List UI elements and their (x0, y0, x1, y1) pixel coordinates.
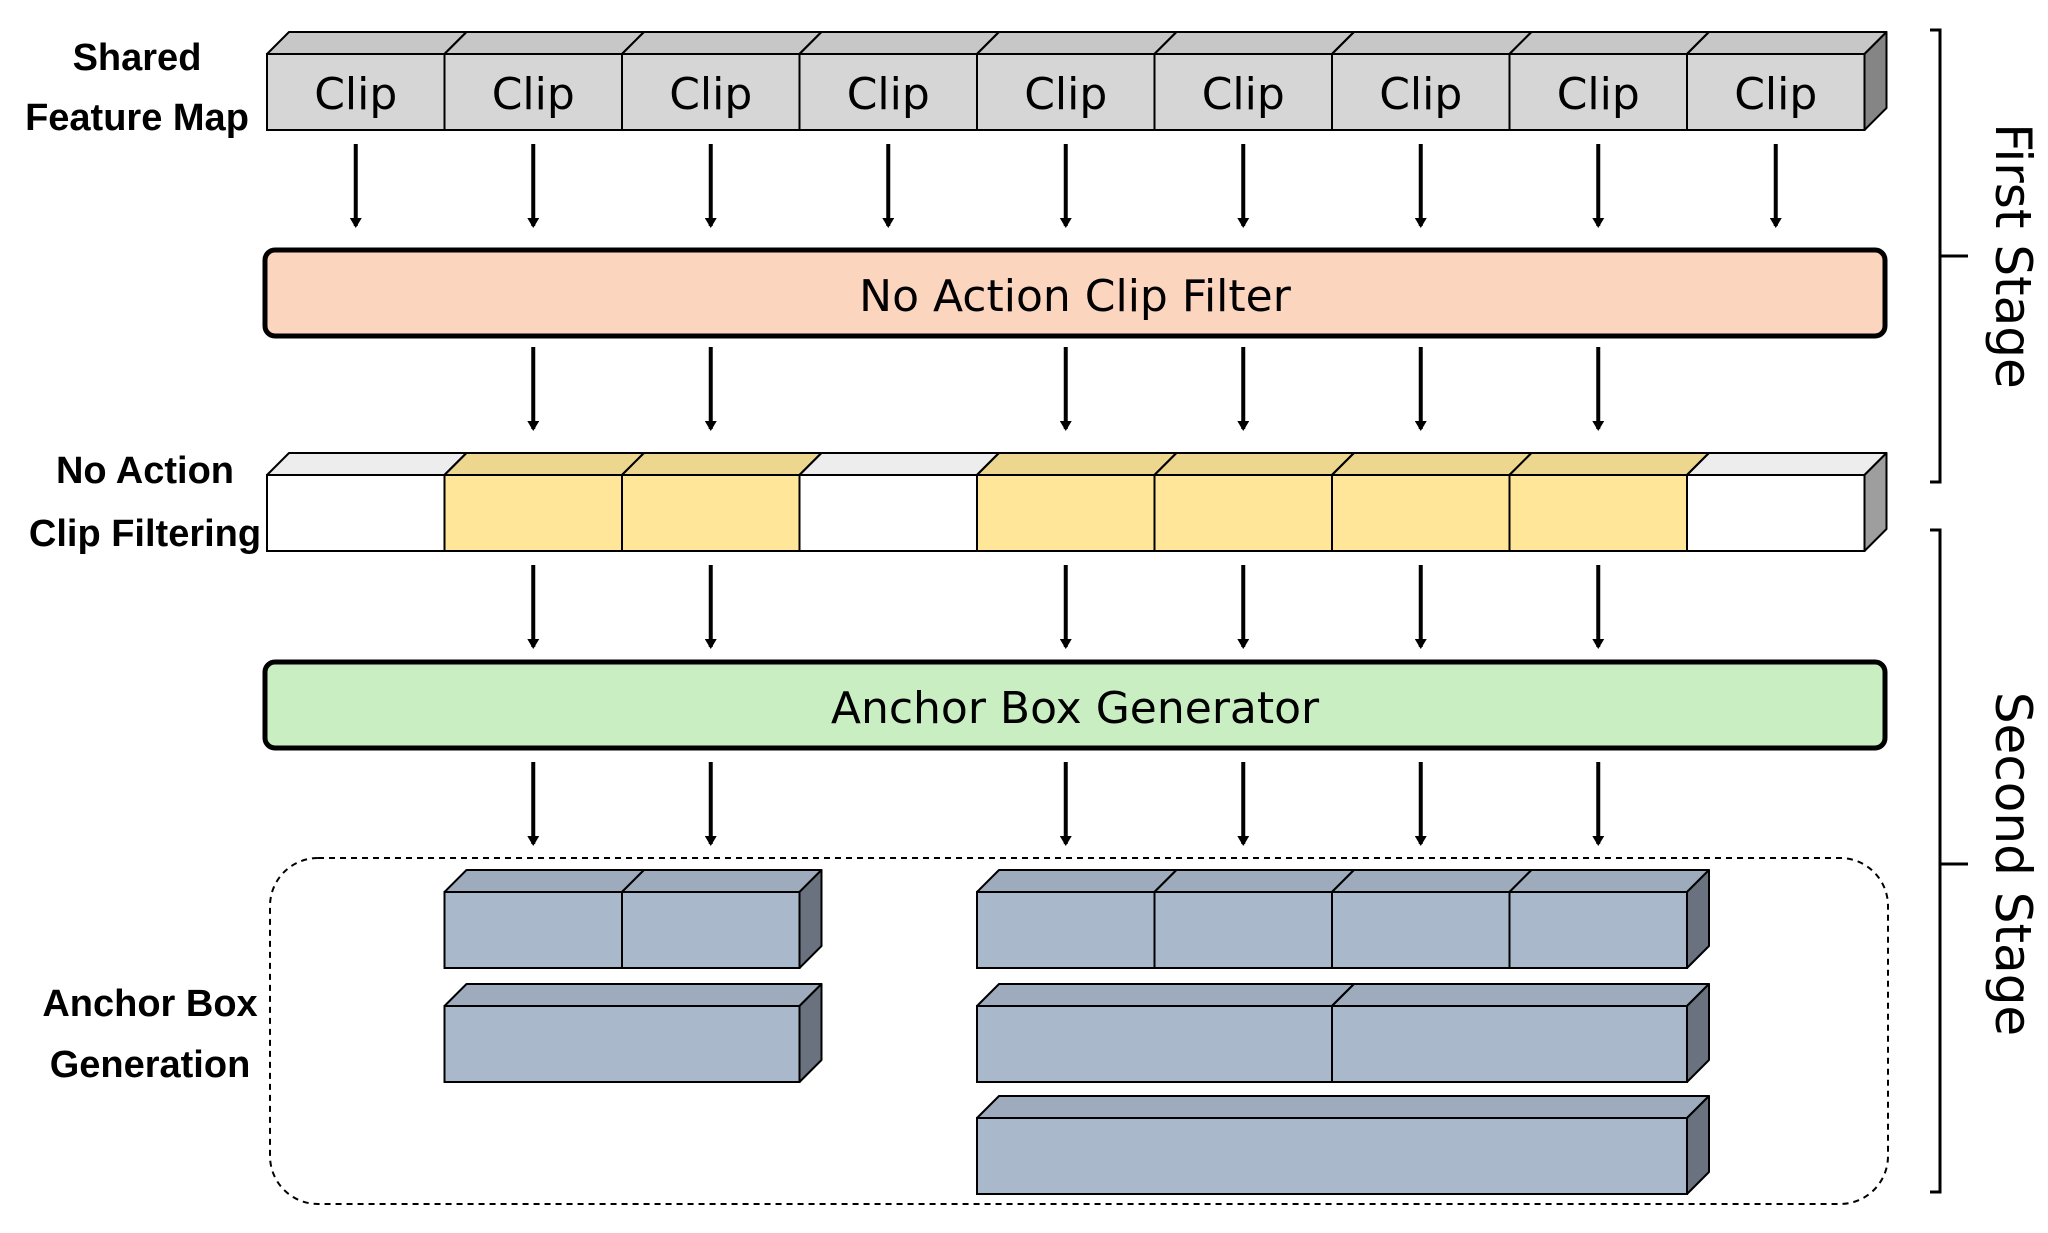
kept-clip (976, 452, 1178, 552)
clip-label: Clip (1557, 69, 1640, 120)
svg-text:No Action: No Action (56, 450, 234, 492)
first-stage-label: First Stage (1984, 123, 2042, 389)
clip-label: Clip (669, 69, 752, 120)
clip-box: Clip (266, 31, 468, 131)
svg-text:Feature Map: Feature Map (25, 97, 249, 139)
anchor-box (621, 869, 823, 969)
svg-text:Generation: Generation (50, 1044, 251, 1086)
anchor-box (443, 983, 823, 1083)
first-stage-bracket: First Stage (1930, 28, 2042, 484)
kept-clip (1153, 452, 1355, 552)
kept-clip (621, 452, 823, 552)
clip-label: Clip (1024, 69, 1107, 120)
clip-box: Clip (798, 31, 1000, 131)
anchor-box-generator-bar: Anchor Box Generator (262, 659, 1888, 751)
anchor-box (976, 869, 1178, 969)
anchor-box (443, 869, 645, 969)
clip-box: Clip (1153, 31, 1355, 131)
clip-label: Clip (1379, 69, 1462, 120)
anchor-boxes (443, 869, 1710, 1195)
shared-feature-map-row: Clip Clip Clip Clip Clip Clip Clip Clip Clip (266, 31, 1888, 131)
svg-text:Clip Filtering: Clip Filtering (29, 513, 261, 555)
anchor-box-region (269, 857, 1889, 1205)
filtered-out-clip (798, 452, 1000, 552)
no-action-clip-filter-label: No Action Clip Filter (859, 271, 1292, 322)
anchor-box-generator-label: Anchor Box Generator (831, 683, 1320, 734)
kept-clip (1331, 452, 1533, 552)
arrows-from-generator (527, 762, 1605, 846)
clip-box: Clip (621, 31, 823, 131)
anchor-box (1331, 869, 1533, 969)
clip-box: Clip (1331, 31, 1533, 131)
second-stage-label: Second Stage (1984, 692, 2042, 1036)
filtered-out-clip (266, 452, 468, 552)
arrows-to-generator (527, 565, 1605, 649)
kept-clip (1508, 452, 1710, 552)
anchor-box (1508, 869, 1710, 969)
clip-label: Clip (1202, 69, 1285, 120)
anchor-box (976, 983, 1355, 1083)
svg-text:Anchor Box: Anchor Box (42, 983, 257, 1025)
shared-feature-map-label: Shared Feature Map (25, 37, 249, 139)
anchor-box (976, 1095, 1710, 1195)
anchor-box (1153, 869, 1355, 969)
no-action-clip-filter-bar: No Action Clip Filter (262, 247, 1888, 339)
svg-text:Shared: Shared (73, 37, 202, 79)
clip-box: Clip (976, 31, 1178, 131)
second-stage-bracket: Second Stage (1930, 528, 2042, 1194)
clip-box: Clip (1686, 31, 1888, 131)
filtered-out-clip (1686, 452, 1888, 552)
arrows-to-filter (349, 144, 1782, 228)
arrows-from-filter (527, 347, 1605, 431)
clip-label: Clip (492, 69, 575, 120)
kept-clip (443, 452, 645, 552)
clip-label: Clip (1734, 69, 1817, 120)
filtered-clip-row (266, 452, 1888, 552)
clip-box: Clip (1508, 31, 1710, 131)
clip-box: Clip (443, 31, 645, 131)
clip-label: Clip (314, 69, 397, 120)
clip-label: Clip (847, 69, 930, 120)
no-action-clip-filtering-label: No Action Clip Filtering (29, 450, 261, 555)
anchor-box-generation-label: Anchor Box Generation (42, 983, 257, 1086)
anchor-box (1331, 983, 1710, 1083)
